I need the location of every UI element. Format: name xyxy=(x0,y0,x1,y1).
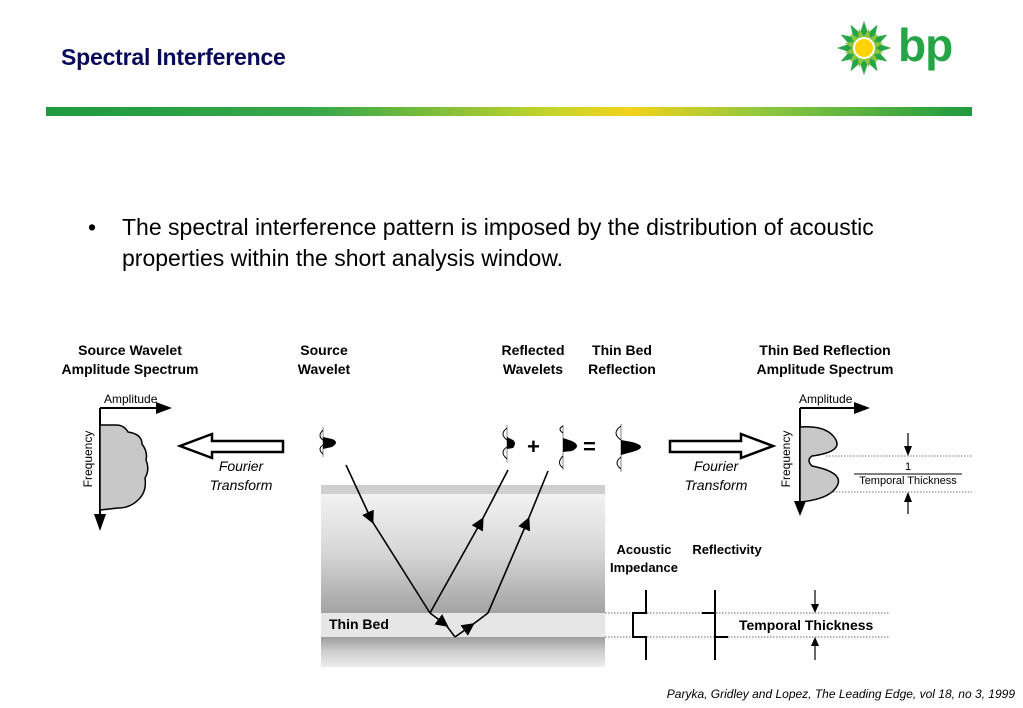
source-spectrum-title-line2: Amplitude Spectrum xyxy=(61,361,199,377)
thinbed-spectrum-title-line1: Thin Bed Reflection xyxy=(759,342,891,358)
source-wavelet-glyph xyxy=(319,427,336,457)
reflected-wavelets-title: Reflected Wavelets xyxy=(488,341,578,379)
equals-symbol: = xyxy=(583,434,596,459)
ray-up-2d xyxy=(527,470,549,521)
ray-paths xyxy=(345,464,549,638)
fourier-left-hollow-arrow xyxy=(176,432,285,460)
notch-arrow-down-head xyxy=(904,446,912,456)
source-spectrum-plot xyxy=(94,402,172,531)
fourier-right-hollow-arrow xyxy=(668,432,777,460)
left-amplitude-label: Amplitude xyxy=(104,392,158,406)
source-spectrum-shape xyxy=(99,424,149,511)
thickness-arrow-up-head xyxy=(811,637,819,646)
surface-strip xyxy=(321,485,605,494)
impedance-reflectivity-logs xyxy=(605,590,890,660)
reflected-wavelet-2 xyxy=(559,425,577,470)
ray-up-2c xyxy=(487,517,531,614)
ray-down-1a xyxy=(345,464,374,524)
ray-up-2b xyxy=(471,612,489,626)
bullet-dot: • xyxy=(88,214,97,240)
right-frequency-axis-arrowhead xyxy=(794,501,806,516)
source-spectrum-title-line1: Source Wavelet xyxy=(78,342,182,358)
ray-up-1b xyxy=(481,469,509,521)
bp-logo-text: bp xyxy=(898,19,953,71)
fourier-transform-right-label: Fourier Transform xyxy=(669,457,763,495)
notch-arrow-up-head xyxy=(904,492,912,502)
thin-bed-reflection-wavelet xyxy=(615,424,641,472)
header-divider-bar xyxy=(46,107,972,116)
reflected-wavelet-1 xyxy=(502,425,515,462)
right-amplitude-label: Amplitude xyxy=(799,392,853,406)
ray-down-2a xyxy=(429,612,449,627)
ray-up-1a xyxy=(429,517,484,614)
lower-layer xyxy=(321,637,605,667)
temporal-thickness-label: Temporal Thickness xyxy=(739,617,874,633)
acoustic-impedance-line1: Acoustic xyxy=(616,542,672,557)
source-wavelet-title-line1: Source xyxy=(300,342,348,358)
left-amplitude-axis-arrowhead xyxy=(156,402,172,414)
ray-up-2a xyxy=(454,623,475,638)
right-amplitude-axis-arrowhead xyxy=(854,402,870,414)
left-frequency-axis-arrowhead xyxy=(94,514,106,531)
thin-bed-reflection-title-line2: Reflection xyxy=(588,361,656,377)
acoustic-impedance-log xyxy=(632,590,647,660)
reflected-wavelets-title-line1: Reflected xyxy=(501,342,565,358)
thinbed-spectrum-title-line2: Amplitude Spectrum xyxy=(756,361,894,377)
acoustic-impedance-line2: Impedance xyxy=(610,560,678,575)
thinbed-spectrum-plot xyxy=(794,402,972,516)
thinbed-spectrum-title: Thin Bed Reflection Amplitude Spectrum xyxy=(728,341,922,379)
reflectivity-log xyxy=(702,590,728,660)
notch-fraction-denominator: Temporal Thickness xyxy=(859,475,957,487)
thickness-arrow-down-head xyxy=(811,604,819,613)
fourier-transform-left-label: Fourier Transform xyxy=(194,457,288,495)
fourier-right-line1: Fourier xyxy=(693,458,739,474)
reflectivity-label: Reflectivity xyxy=(692,542,762,557)
slide-title: Spectral Interference xyxy=(61,44,286,70)
source-spectrum-title: Source Wavelet Amplitude Spectrum xyxy=(40,341,220,379)
thinbed-spectrum-shape xyxy=(799,426,840,503)
earth-model xyxy=(321,485,605,667)
thin-bed-reflection-title: Thin Bed Reflection xyxy=(576,341,668,379)
right-frequency-label: Frequency xyxy=(779,430,793,488)
citation: Paryka, Gridley and Lopez, The Leading E… xyxy=(666,687,1015,701)
bullet-text: The spectral interference pattern is imp… xyxy=(122,214,874,271)
ray-down-1b xyxy=(371,520,431,614)
fourier-left-line1: Fourier xyxy=(218,458,264,474)
fourier-right-line2: Transform xyxy=(684,477,748,493)
acoustic-impedance-label: Acoustic Impedance xyxy=(604,541,684,577)
thin-bed-reflection-title-line1: Thin Bed xyxy=(592,342,652,358)
thin-bed-layer-label: Thin Bed xyxy=(329,616,389,632)
source-wavelet-title-line2: Wavelet xyxy=(297,361,351,377)
source-wavelet-title: Source Wavelet xyxy=(274,341,374,379)
fourier-left-line2: Transform xyxy=(209,477,273,493)
ray-down-2b xyxy=(445,624,456,638)
reflected-wavelets-title-line2: Wavelets xyxy=(502,361,564,377)
plus-symbol: + xyxy=(527,434,540,459)
left-frequency-label: Frequency xyxy=(81,430,95,488)
notch-fraction-numerator: 1 xyxy=(904,461,912,473)
